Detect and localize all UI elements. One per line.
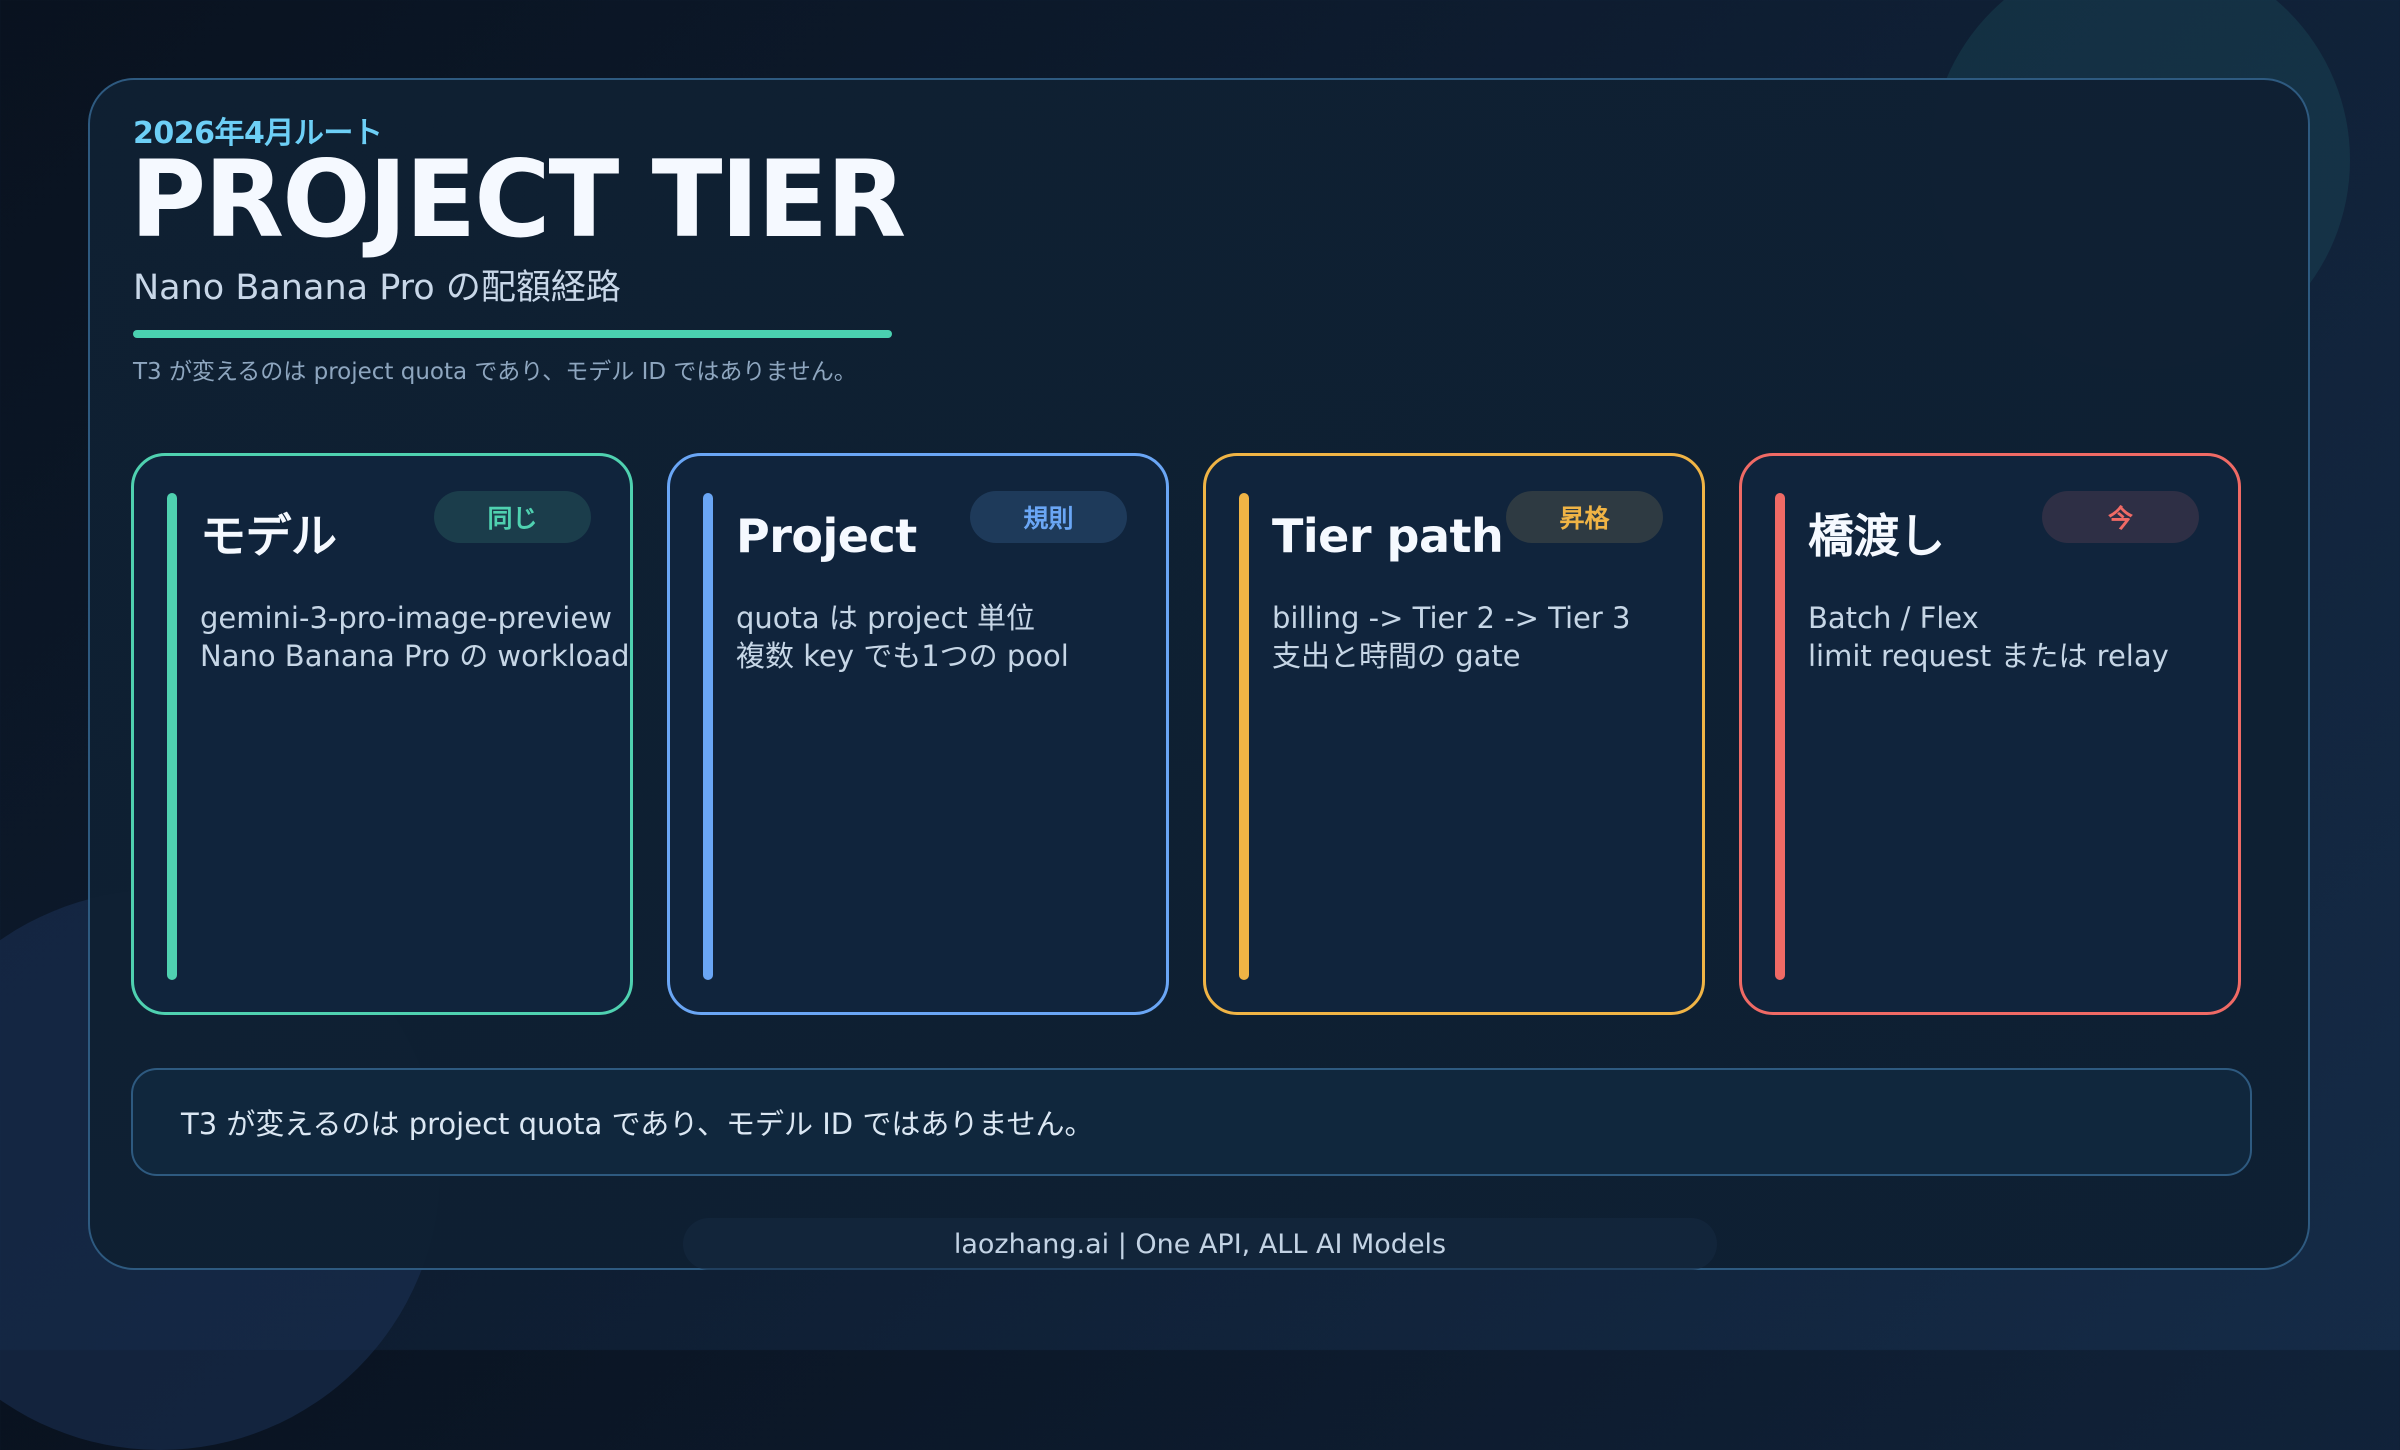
card-title: 橋渡し — [1808, 509, 1945, 563]
card-line: billing -> Tier 2 -> Tier 3 — [1272, 601, 1631, 635]
page-title: PROJECT TIER — [130, 138, 906, 261]
card-body: gemini-3-pro-image-preview Nano Banana P… — [200, 599, 630, 675]
eyebrow-label: 2026年4月ルート — [133, 116, 383, 151]
card-model: モデル 同じ gemini-3-pro-image-preview Nano B… — [131, 453, 633, 1015]
card-line: Nano Banana Pro の workload — [200, 639, 630, 673]
card-line: 支出と時間の gate — [1272, 639, 1521, 673]
card-bridge: 橋渡し 今 Batch / Flex limit request または rel… — [1739, 453, 2241, 1015]
card-badge: 昇格 — [1506, 491, 1663, 543]
card-line: 複数 key でも1つの pool — [736, 639, 1069, 673]
card-accent-bar — [1775, 493, 1785, 980]
card-body: quota は project 単位 複数 key でも1つの pool — [736, 599, 1069, 675]
card-line: limit request または relay — [1808, 639, 2169, 673]
card-line: gemini-3-pro-image-preview — [200, 601, 612, 635]
footer-brand: laozhang.ai | One API, ALL AI Models — [683, 1218, 1717, 1270]
card-tier-path: Tier path 昇格 billing -> Tier 2 -> Tier 3… — [1203, 453, 1705, 1015]
card-title: Tier path — [1272, 509, 1504, 563]
callout-text: T3 が変えるのは project quota であり、モデル ID ではありま… — [181, 1107, 1094, 1141]
title-divider — [133, 330, 892, 338]
card-project: Project 規則 quota は project 単位 複数 key でも1… — [667, 453, 1169, 1015]
card-badge: 規則 — [970, 491, 1127, 543]
card-line: quota は project 単位 — [736, 601, 1035, 635]
card-badge: 同じ — [434, 491, 591, 543]
card-accent-bar — [703, 493, 713, 980]
summary-callout: T3 が変えるのは project quota であり、モデル ID ではありま… — [131, 1068, 2252, 1176]
card-line: Batch / Flex — [1808, 601, 1979, 635]
card-title: モデル — [200, 509, 337, 563]
card-title: Project — [736, 509, 917, 563]
header-note: T3 が変えるのは project quota であり、モデル ID ではありま… — [133, 359, 857, 385]
footer-text: laozhang.ai | One API, ALL AI Models — [953, 1228, 1447, 1260]
card-accent-bar — [1239, 493, 1249, 980]
page-subtitle: Nano Banana Pro の配額経路 — [133, 268, 621, 308]
card-accent-bar — [167, 493, 177, 980]
card-body: billing -> Tier 2 -> Tier 3 支出と時間の gate — [1272, 599, 1630, 675]
card-body: Batch / Flex limit request または relay — [1808, 599, 2169, 675]
card-badge: 今 — [2042, 491, 2199, 543]
